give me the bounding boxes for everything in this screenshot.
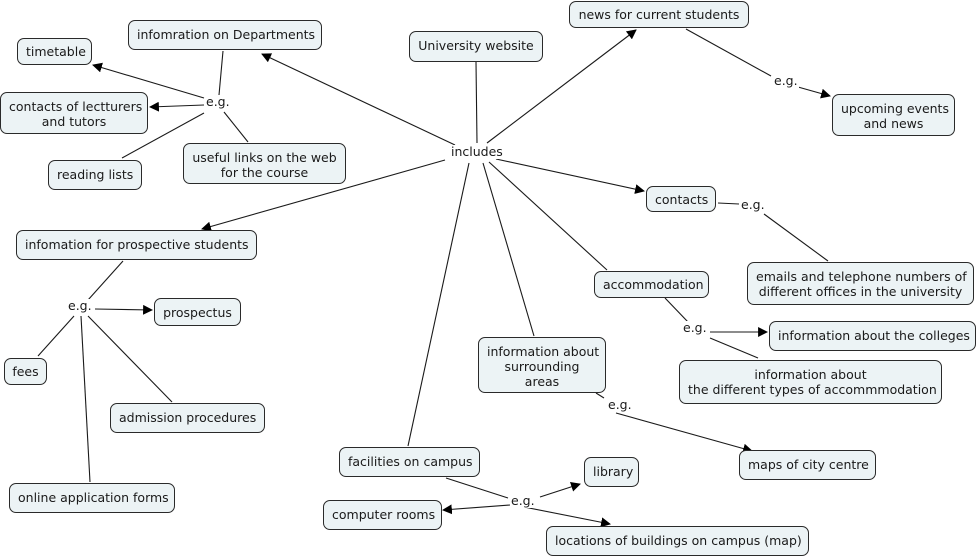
link-eg-surrounding: e.g. [607,397,633,412]
node-info-prospective[interactable]: infomation for prospective students [16,230,257,260]
node-admission[interactable]: admission procedures [110,403,265,433]
node-maps-city-centre[interactable]: maps of city centre [739,450,876,480]
edge-includes-contacts [495,158,645,194]
node-useful-links[interactable]: useful links on the web for the course [183,143,346,184]
edge-includes-departments [261,53,456,146]
node-info-departments[interactable]: infomration on Departments [128,20,322,50]
node-contacts-lecturers[interactable]: contacts of lectturers and tutors [0,92,148,134]
node-fees[interactable]: fees [4,358,47,385]
link-eg-departments: e.g. [205,94,231,109]
link-eg-accommodation: e.g. [682,320,708,335]
node-emails-phones[interactable]: emails and telephone numbers of differen… [747,262,974,305]
edge-website-includes [475,61,478,144]
node-info-surrounding[interactable]: information about surrounding areas [478,337,606,393]
edge-includes-surrounding [482,162,535,337]
node-university-website[interactable]: University website [409,31,543,62]
link-eg-contacts: e.g. [740,197,766,212]
node-info-colleges[interactable]: information about the colleges [769,321,976,351]
link-includes: includes [450,144,504,159]
node-upcoming-events[interactable]: upcoming events and news [832,94,955,136]
edge-includes-accommodation [488,161,608,271]
link-eg-facilities: e.g. [510,493,536,508]
node-prospectus[interactable]: prospectus [154,298,241,326]
node-timetable[interactable]: timetable [17,38,92,65]
edge-includes-news [486,29,637,144]
link-eg-news: e.g. [773,73,799,88]
link-eg-prospective: e.g. [67,298,93,313]
node-locations-buildings[interactable]: locations of buildings on campus (map) [546,526,809,556]
edge-includes-prospective [201,159,446,232]
node-contacts[interactable]: contacts [646,186,716,212]
node-news-current-students[interactable]: news for current students [569,1,749,28]
node-facilities-campus[interactable]: facilities on campus [339,447,480,477]
node-accommodation[interactable]: accommodation [594,271,709,298]
node-library[interactable]: library [584,457,639,487]
node-computer-rooms[interactable]: computer rooms [323,500,442,530]
node-reading-lists[interactable]: reading lists [48,160,142,190]
edge-includes-facilities [407,162,470,447]
node-online-forms[interactable]: online application forms [9,483,175,513]
node-info-accommodation-types[interactable]: information about the different types of… [679,360,942,404]
